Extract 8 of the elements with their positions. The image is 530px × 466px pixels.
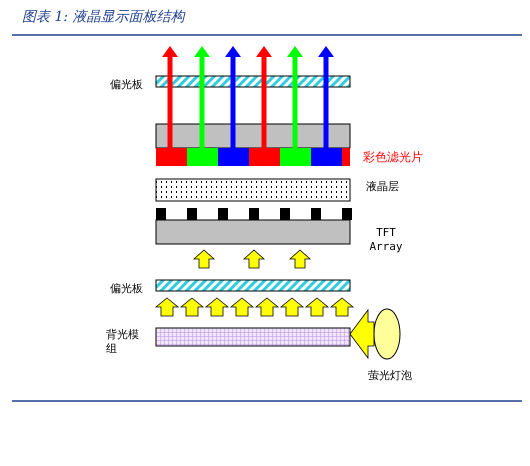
part-label: 背光模组 — [106, 328, 140, 356]
part-label: 偏光板 — [110, 282, 143, 296]
part-label: 萤光灯泡 — [368, 369, 412, 383]
part-label: TFT Array — [368, 226, 404, 254]
part-label: 偏光板 — [110, 78, 143, 92]
part-label: 液晶层 — [366, 180, 399, 194]
title: 图表 1: 液晶显示面板结构 — [22, 8, 185, 26]
part-label: 彩色滤光片 — [363, 150, 423, 164]
